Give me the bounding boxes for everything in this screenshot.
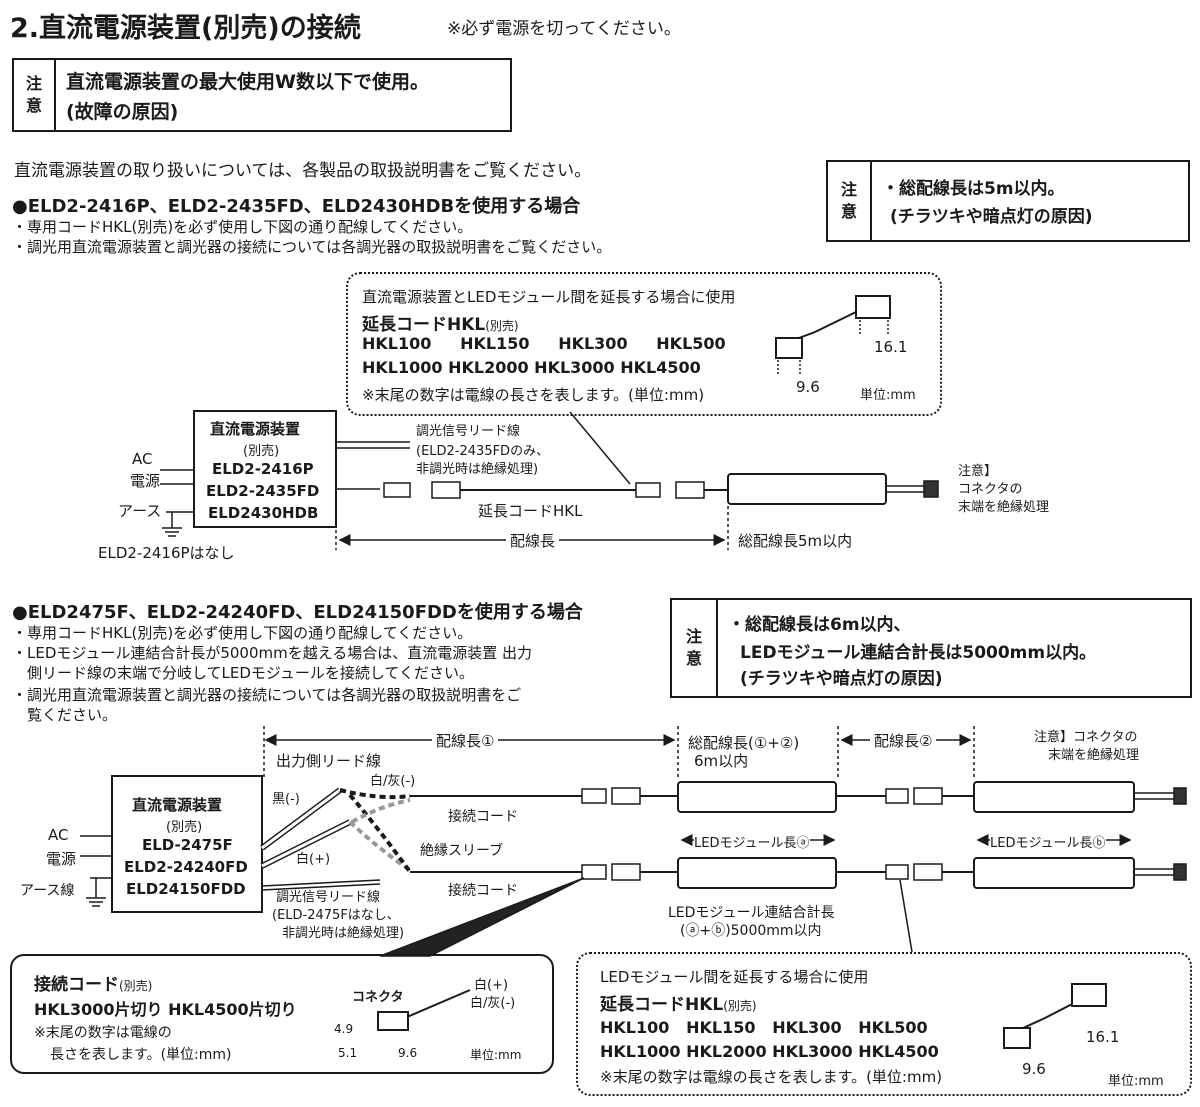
extension-cord-box-1: 直流電源装置とLEDモジュール間を延長する場合に使用 延長コードHKL(別売) … [346,272,942,416]
ext2-name: 延長コードHKL(別売) [600,995,757,1015]
d1-wiring-len: 配線長 [506,530,560,551]
d2-psu-model-1: ELD-2475F [142,836,233,854]
caution-6m-line3: (チラツキや暗点灯の原因) [740,669,943,689]
d2-dim-lead-1: 調光信号リード線 [276,890,381,905]
ext2-unit: 単位:mm [1108,1074,1164,1089]
page-title: 2.直流電源装置(別売)の接続 [10,13,361,44]
extension-cord-box-2: LEDモジュール間を延長する場合に使用 延長コードHKL(別売) HKL100 … [576,952,1192,1096]
d2-dim-lead-2: (ELD-2475Fはなし、 [272,908,400,923]
ext1-dim-a: 16.1 [874,338,908,356]
d1-caution-end-3: 末端を絶縁処理 [958,500,1050,515]
section2-bullet-2: ・LEDモジュール連結合計長が5000mmを越える場合は、直流電源装置 出力 [12,644,533,662]
d1-psu-model-2: ELD2-2435FD [206,482,320,500]
caution-top-line2: (故障の原因) [66,101,179,123]
d2-dim-lead-3: 非調光時は絶縁処理) [282,926,405,941]
conn-models: HKL3000片切り HKL4500片切り [34,1000,297,1019]
ext2-desc: LEDモジュール間を延長する場合に使用 [600,968,869,986]
d1-ext-cord: 延長コードHKL [478,502,583,520]
d2-mod-a: LEDモジュール長ⓐ [694,832,810,851]
d2-earth: アース線 [20,883,75,899]
conn-unit: 単位:mm [470,1048,522,1062]
ext2-dim-a: 16.1 [1086,1028,1120,1046]
d2-psu-model-3: ELD24150FDD [126,880,246,898]
ext2-models-row1: HKL100 HKL150 HKL300 HKL500 [600,1018,928,1037]
caution-box-top: 注意 直流電源装置の最大使用W数以下で使用。 (故障の原因) [12,58,512,132]
power-off-note: ※必ず電源を切ってください。 [447,19,681,39]
d1-caution-end-2: コネクタの [958,482,1023,497]
caution-top-line1: 直流電源装置の最大使用W数以下で使用。 [66,71,429,93]
section2-heading: ●ELD2475F、ELD2-24240FD、ELD24150FDDを使用する場… [12,602,583,623]
d2-psu-title: 直流電源装置 [132,796,223,814]
d2-conn-cord-2: 接続コード [448,883,518,899]
d1-ac: AC [132,450,153,468]
d2-output-lead: 出力側リード線 [276,752,382,770]
d2-caution-end-2: 末端を絶縁処理 [1048,748,1140,763]
conn-note-1: ※末尾の数字は電線の [34,1025,172,1041]
conn-white-gray: 白/灰(-) [470,996,516,1011]
d2-psu-sub: (別売) [166,820,203,835]
intro-text: 直流電源装置の取り扱いについては、各製品の取扱説明書をご覧ください。 [14,161,592,181]
d2-power: 電源 [46,850,77,868]
d1-dim-lead-1: 調光信号リード線 [416,424,521,439]
d2-total: 総配線長(①+②) [688,734,800,752]
d2-mod-total-2: (ⓐ+ⓑ)5000mm以内 [680,923,822,939]
d1-psu-sub: (別売) [243,444,280,459]
ext1-dim-b: 9.6 [796,378,820,396]
section2-bullet-4: ・調光用直流電源装置と調光器の接続については各調光器の取扱説明書をご [12,686,522,704]
section1-heading: ●ELD2-2416P、ELD2-2435FD、ELD2430HDBを使用する場… [12,196,581,217]
conn-name: 接続コード(別売) [34,975,153,995]
caution-5m-line2: (チラツキや暗点灯の原因) [890,207,1093,227]
conn-d2: 5.1 [338,1046,358,1060]
d2-conn-cord-1: 接続コード [448,809,518,825]
section2-bullet-1: ・専用コードHKL(別売)を必ず使用し下図の通り配線してください。 [12,624,473,642]
d1-dim-lead-3: 非調光時は絶縁処理) [416,462,539,477]
section2-bullet-3: 側リード線の末端で分岐してLEDモジュールを接続してください。 [12,664,474,682]
d1-dim-lead-2: (ELD2-2435FDのみ、 [416,444,550,459]
d2-psu-model-2: ELD2-24240FD [124,858,248,876]
ext1-models-row2: HKL1000 HKL2000 HKL3000 HKL4500 [362,358,701,377]
d2-mod-b: LEDモジュール長ⓑ [990,832,1106,851]
d2-mod-total-1: LEDモジュール連結合計長 [668,905,835,921]
d2-white-gray: 白/灰(-) [370,774,416,789]
conn-connector: コネクタ [352,990,404,1005]
d1-total-len: 総配線長5m以内 [738,532,853,550]
ext2-note: ※末尾の数字は電線の長さを表します。(単位:mm) [600,1068,943,1086]
d1-psu-model-1: ELD2-2416P [212,460,314,478]
d2-wiring2: 配線長② [870,730,937,751]
d1-earth: アース [118,502,162,520]
ext2-models-row2: HKL1000 HKL2000 HKL3000 HKL4500 [600,1042,939,1061]
conn-white-plus: 白(+) [474,978,509,993]
conn-d1: 4.9 [334,1022,354,1036]
ext1-note: ※末尾の数字は電線の長さを表します。(単位:mm) [362,386,705,404]
d1-power: 電源 [130,472,161,490]
caution-6m-line1: ・総配線長は6m以内、 [728,615,911,635]
caution-6m-line2: LEDモジュール連結合計長は5000mm以内。 [740,643,1097,663]
caution-box-6m: 注意 ・総配線長は6m以内、 LEDモジュール連結合計長は5000mm以内。 (… [670,598,1192,698]
d1-no-earth: ELD2-2416Pはなし [98,544,235,562]
caution-box-5m: 注意 ・総配線長は5m以内。 (チラツキや暗点灯の原因) [826,160,1190,242]
d2-sleeve: 絶縁スリーブ [420,843,504,859]
d2-caution-end-1: 注意】コネクタの [1034,730,1138,745]
d1-psu-model-3: ELD2430HDB [208,504,319,522]
d2-black: 黒(-) [272,792,300,807]
d2-wiring1: 配線長① [432,730,499,751]
d1-psu-title: 直流電源装置 [210,420,301,438]
caution-5m-line1: ・総配線長は5m以内。 [882,179,1065,199]
section2-bullet-5: 覧ください。 [12,706,118,724]
ext1-models-row1: HKL100 HKL150 HKL300 HKL500 [362,334,726,353]
d2-ac: AC [48,826,69,844]
connection-cord-box: 接続コード(別売) HKL3000片切り HKL4500片切り ※末尾の数字は電… [10,954,554,1074]
section1-bullet-1: ・専用コードHKL(別売)を必ず使用し下図の通り配線してください。 [12,218,473,236]
ext2-dim-b: 9.6 [1022,1060,1046,1078]
ext1-unit: 単位:mm [860,388,916,403]
ext1-desc: 直流電源装置とLEDモジュール間を延長する場合に使用 [362,288,736,306]
d2-white: 白(+) [296,852,331,867]
conn-d3: 9.6 [398,1046,418,1060]
section1-bullet-2: ・調光用直流電源装置と調光器の接続については各調光器の取扱説明書をご覧ください。 [12,238,612,256]
d2-total2: 6m以内 [694,752,749,770]
conn-note-2: 長さを表します。(単位:mm) [50,1047,232,1063]
d1-caution-end-1: 注意】 [958,464,998,479]
ext1-name: 延長コードHKL(別売) [362,315,519,335]
